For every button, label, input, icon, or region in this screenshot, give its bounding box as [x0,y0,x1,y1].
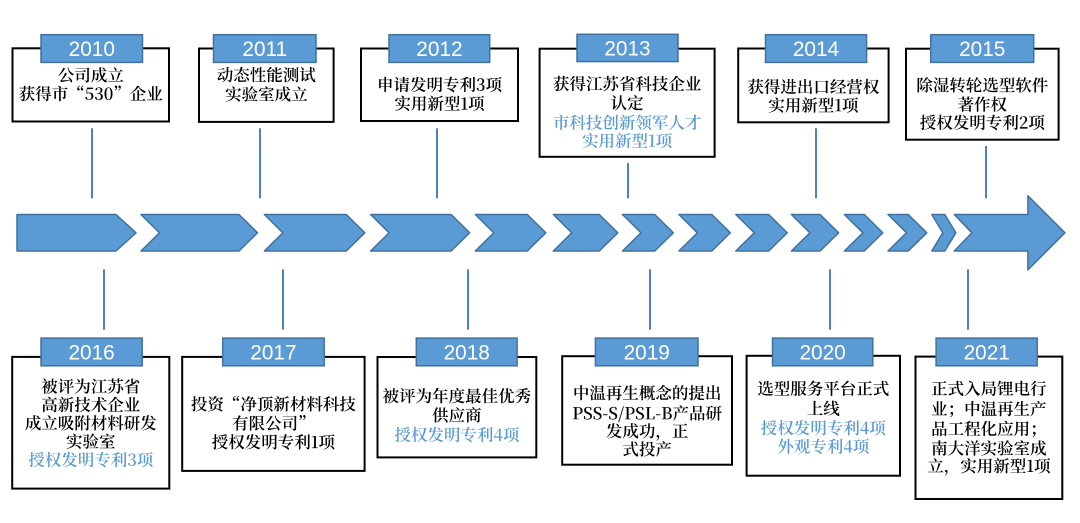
svg-text:2021: 2021 [964,341,1010,364]
svg-text:2019: 2019 [624,341,670,364]
svg-text:2015: 2015 [959,38,1005,61]
svg-text:2017: 2017 [250,341,296,364]
svg-text:2016: 2016 [68,341,114,364]
svg-text:2011: 2011 [242,38,287,61]
svg-text:2013: 2013 [604,37,650,60]
svg-text:2020: 2020 [799,341,845,364]
svg-text:2010: 2010 [69,38,115,61]
svg-text:2014: 2014 [793,38,839,61]
svg-text:2018: 2018 [444,341,490,364]
svg-text:2012: 2012 [416,38,462,61]
